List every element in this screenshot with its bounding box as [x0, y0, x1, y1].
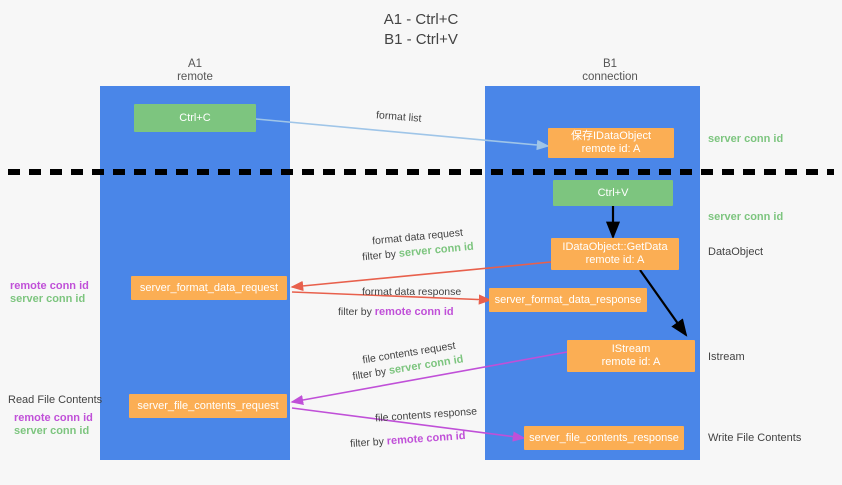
box-server-file-contents-response-label: server_file_contents_response	[529, 431, 679, 444]
filter-prefix: filter by	[338, 306, 375, 318]
box-getdata[interactable]: IDataObject::GetData remote id: A	[551, 238, 679, 270]
title-line-2: B1 - Ctrl+V	[384, 31, 458, 48]
title-line-1: A1 - Ctrl+C	[383, 11, 459, 28]
left-label-server-conn-id-lower: server conn id	[14, 425, 90, 437]
box-ctrl-v-label: Ctrl+V	[597, 186, 629, 199]
filter-value-remote-conn-id: remote conn id	[374, 306, 454, 318]
arrow-label-file-contents-response-filter: filter by remote conn id	[350, 429, 466, 451]
left-label-remote-conn-id-lower: remote conn id	[14, 412, 93, 424]
filter-value-remote-conn-id: remote conn id	[386, 429, 466, 448]
box-save-idataobject[interactable]: 保存IDataObject remote id: A	[548, 128, 674, 158]
arrow-label-format-data-response-filter: filter by remote conn id	[338, 305, 454, 319]
box-istream-line2: remote id: A	[601, 356, 661, 368]
box-istream-line1: IStream	[611, 343, 651, 355]
filter-prefix: filter by	[349, 435, 388, 451]
filter-prefix: filter by	[351, 365, 390, 383]
arrow-label-format-list: format list	[375, 109, 422, 125]
right-label-istream: Istream	[708, 351, 745, 363]
right-label-server-conn-id-mid: server conn id	[708, 211, 784, 223]
right-label-dataobject: DataObject	[708, 246, 764, 258]
box-save-idataobject-line1: 保存IDataObject	[570, 130, 652, 142]
box-getdata-line2: remote id: A	[585, 254, 645, 266]
box-getdata-line1: IDataObject::GetData	[562, 241, 668, 253]
column-header-b1: B1 connection	[545, 58, 675, 84]
column-header-a1-sub: remote	[177, 71, 213, 83]
box-ctrl-v[interactable]: Ctrl+V	[553, 180, 673, 206]
box-save-idataobject-line2: remote id: A	[581, 143, 641, 155]
right-label-server-conn-id-top: server conn id	[708, 133, 784, 145]
box-server-format-data-request[interactable]: server_format_data_request	[131, 276, 287, 300]
arrow-label-file-contents-response: file contents response	[374, 405, 478, 425]
box-server-file-contents-response[interactable]: server_file_contents_response	[524, 426, 684, 450]
column-header-a1-name: A1	[187, 58, 203, 70]
box-server-format-data-response-label: server_format_data_response	[494, 293, 642, 306]
column-header-b1-sub: connection	[582, 71, 638, 83]
box-istream[interactable]: IStream remote id: A	[567, 340, 695, 372]
box-server-format-data-response[interactable]: server_format_data_response	[489, 288, 647, 312]
column-header-b1-name: B1	[602, 58, 618, 70]
column-header-a1: A1 remote	[130, 58, 260, 84]
box-server-file-contents-request-label: server_file_contents_request	[137, 399, 279, 412]
right-label-write-file-contents: Write File Contents	[708, 432, 802, 444]
left-label-read-file-contents: Read File Contents	[8, 394, 103, 406]
filter-prefix: filter by	[361, 247, 400, 264]
box-ctrl-c[interactable]: Ctrl+C	[134, 104, 256, 132]
left-label-server-conn-id-upper: server conn id	[10, 293, 86, 305]
box-ctrl-c-label: Ctrl+C	[179, 111, 211, 124]
arrow-label-format-data-response: format data response	[362, 286, 462, 298]
box-server-file-contents-request[interactable]: server_file_contents_request	[129, 394, 287, 418]
box-server-format-data-request-label: server_format_data_request	[139, 281, 279, 294]
diagram-title: A1 - Ctrl+C B1 - Ctrl+V	[0, 10, 842, 50]
left-label-remote-conn-id-upper: remote conn id	[10, 280, 89, 292]
